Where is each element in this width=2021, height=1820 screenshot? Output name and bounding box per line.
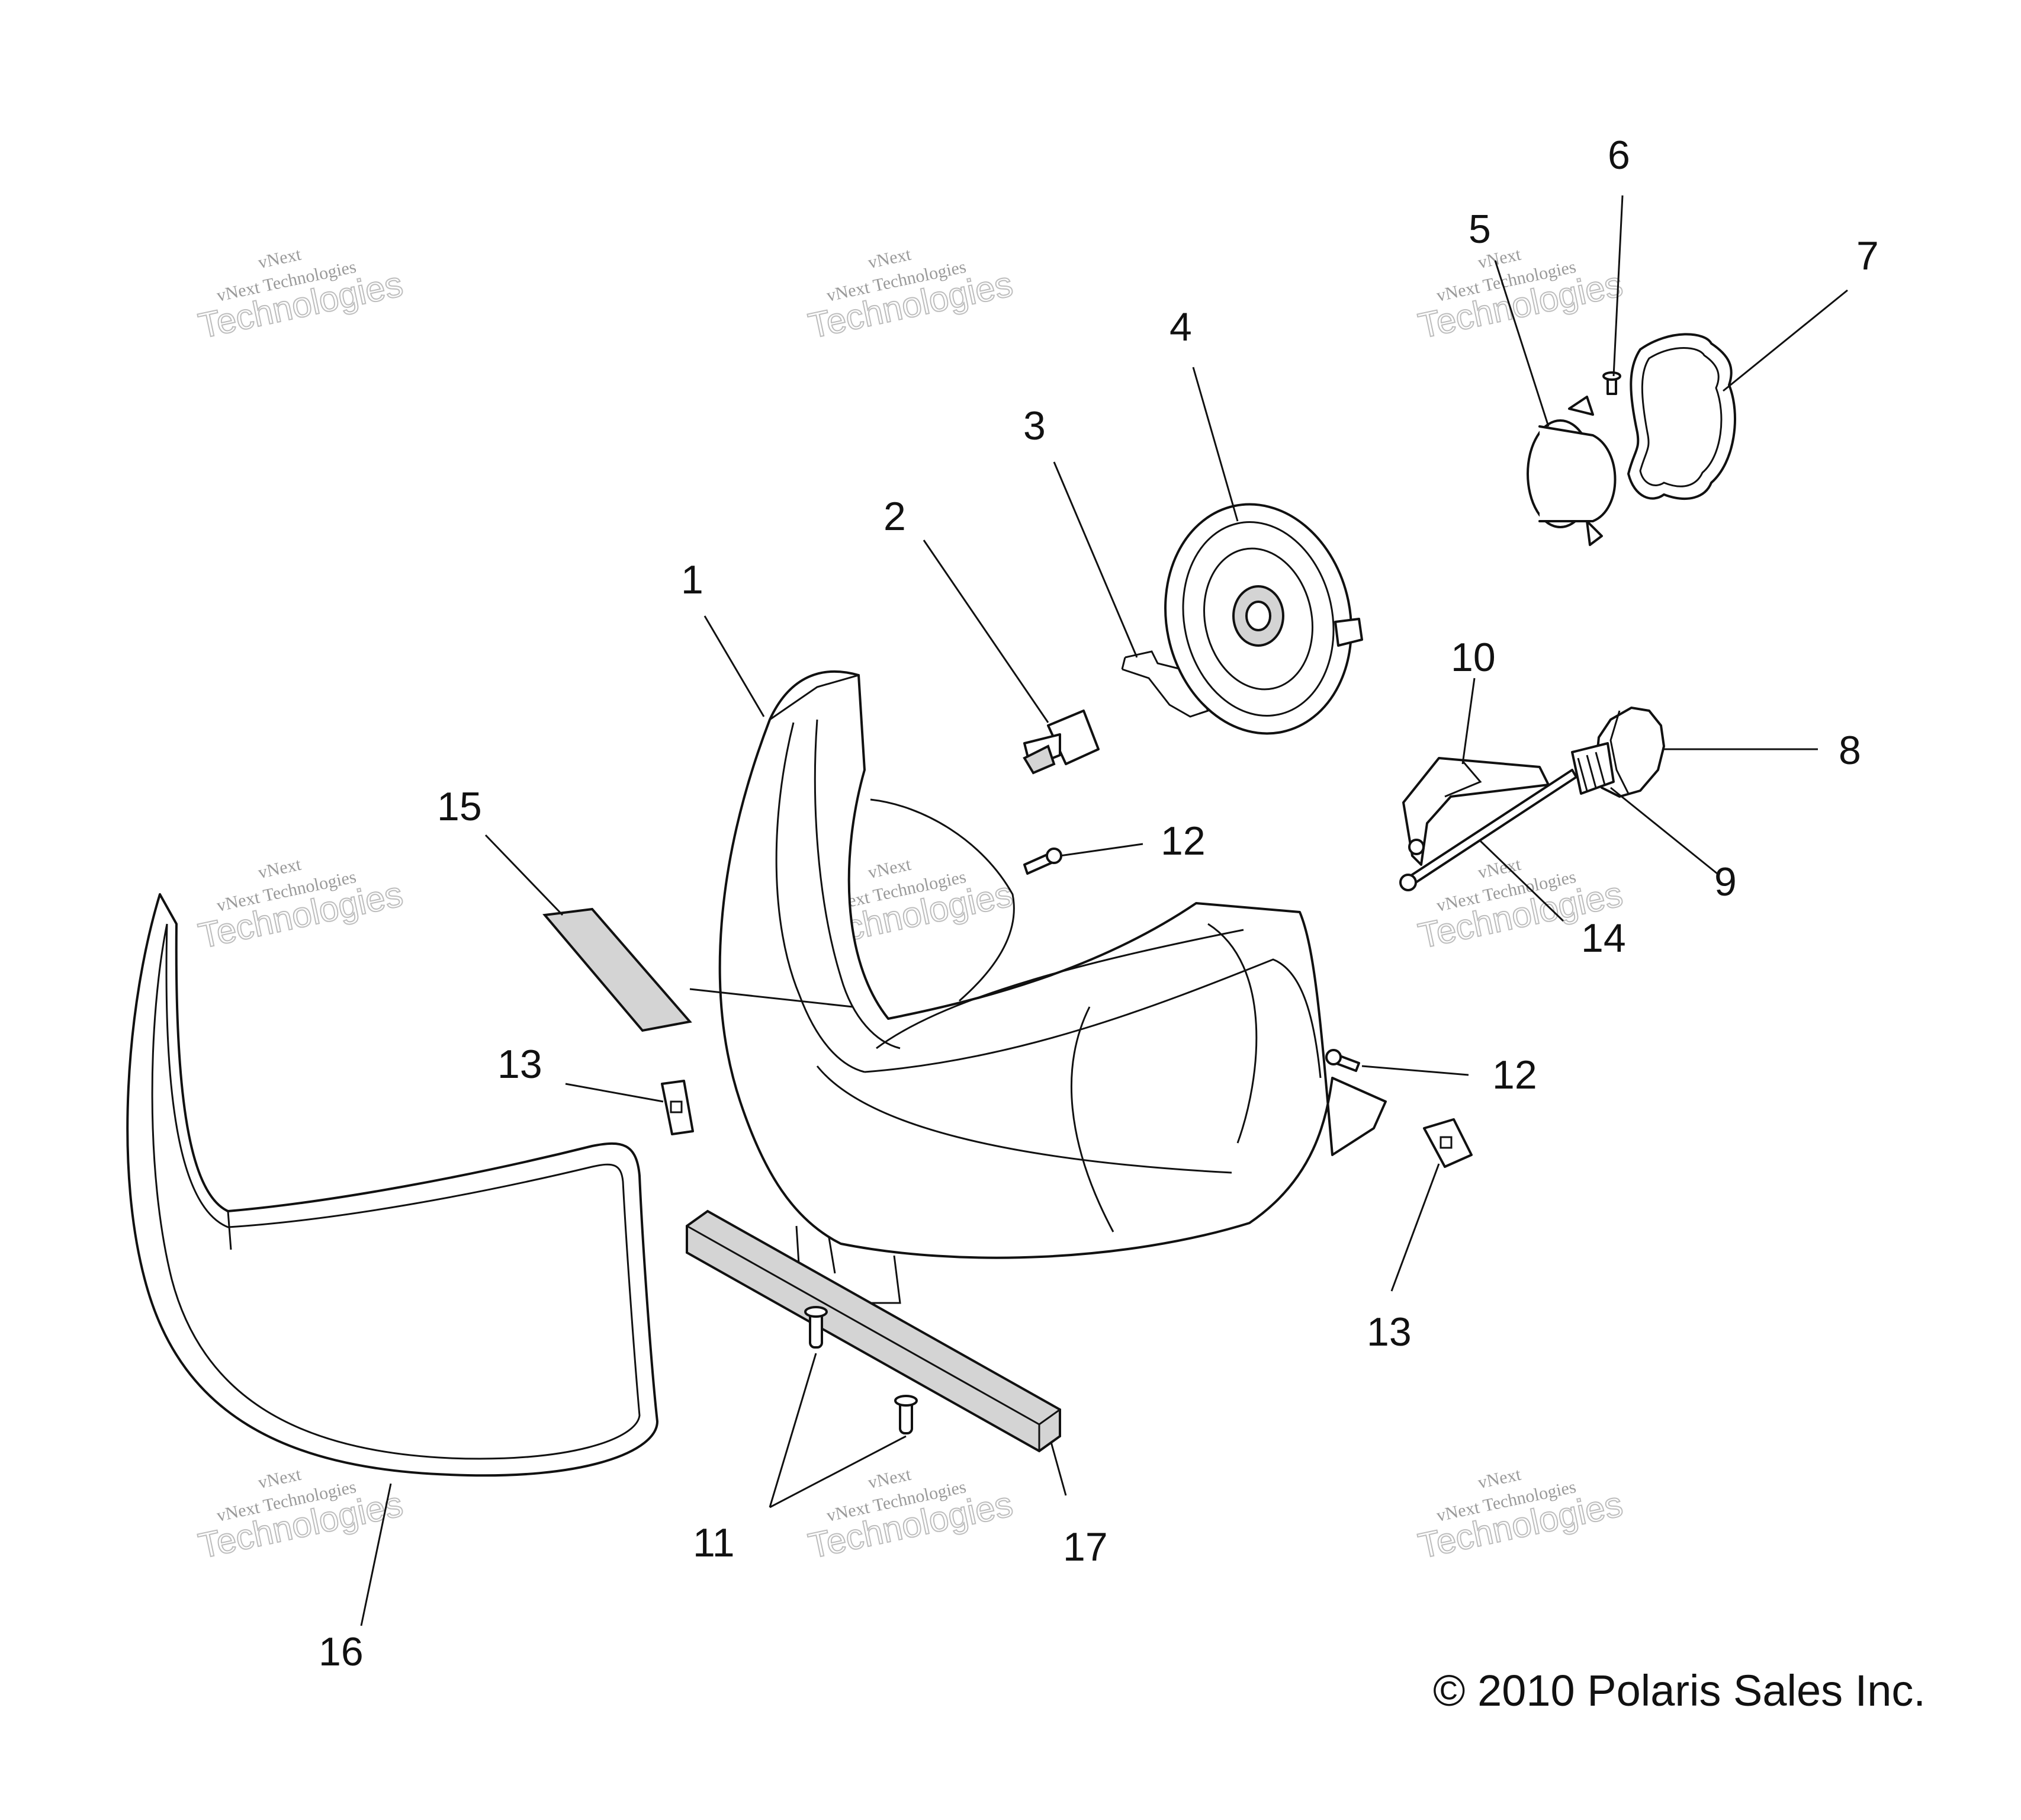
gasket-part-7 — [1627, 333, 1736, 500]
leader-13b — [1390, 1163, 1440, 1292]
leader-12b — [1361, 1065, 1469, 1076]
watermark-vnext: vNext — [866, 245, 913, 273]
callout-2: 2 — [883, 494, 906, 539]
bracket-part-10 — [1402, 757, 1550, 866]
callout-1: 1 — [681, 557, 703, 602]
reflector-part-4 — [1164, 503, 1363, 735]
callout-5: 5 — [1469, 207, 1491, 252]
leader-15a — [484, 834, 564, 916]
watermark-vnext: vNext — [256, 245, 303, 273]
leader-14 — [1479, 840, 1564, 922]
watermark-vnext: vNext — [866, 855, 913, 883]
adjuster-screw-part-9 — [1571, 742, 1615, 795]
housing-part-1 — [718, 670, 1387, 1304]
callout-10: 10 — [1451, 635, 1496, 680]
callout-13b: 13 — [1367, 1309, 1412, 1354]
strip-part-17 — [686, 1209, 1061, 1453]
callouts: 1 2 3 4 5 6 7 8 9 10 11 12 12 13 13 14 1… — [319, 133, 1879, 1674]
leader-6 — [1612, 195, 1624, 377]
leader-7 — [1723, 289, 1848, 392]
rod-part-14 — [1399, 769, 1577, 891]
leader-3 — [1053, 461, 1138, 658]
callout-17: 17 — [1063, 1524, 1108, 1569]
callout-16: 16 — [319, 1629, 364, 1674]
leader-1 — [703, 615, 765, 717]
watermark-vnext: vNext — [1476, 1465, 1523, 1493]
callout-3: 3 — [1023, 403, 1046, 448]
leader-9 — [1610, 787, 1718, 875]
leader-5 — [1494, 260, 1550, 427]
callout-8: 8 — [1839, 728, 1861, 773]
callout-11: 11 — [693, 1520, 735, 1565]
callout-4: 4 — [1169, 304, 1192, 349]
clip-part-13b — [1423, 1118, 1473, 1168]
leader-4 — [1192, 367, 1239, 522]
copyright-notice: © 2010 Polaris Sales Inc. — [1433, 1666, 1926, 1715]
leader-16 — [360, 1483, 392, 1626]
pin-part-11b — [894, 1395, 918, 1434]
watermark-vnext: vNext — [866, 1465, 913, 1493]
leader-10 — [1461, 678, 1476, 765]
leader-12a — [1059, 843, 1143, 857]
callout-6: 6 — [1608, 133, 1630, 178]
seal-part-16 — [126, 893, 658, 1477]
callout-12b: 12 — [1492, 1052, 1537, 1097]
callout-9: 9 — [1714, 859, 1737, 904]
screw-part-6 — [1602, 371, 1621, 395]
watermark-vnext: vNext — [256, 855, 303, 883]
pin-part-11a — [804, 1306, 828, 1349]
leader-2 — [923, 540, 1049, 723]
screw-part-12a — [1023, 848, 1062, 875]
callout-15: 15 — [437, 784, 482, 829]
callout-7: 7 — [1856, 233, 1879, 278]
leader-11a — [769, 1353, 817, 1508]
bulb-part-2 — [1023, 710, 1100, 775]
pad-part-15 — [542, 907, 692, 1032]
clip-part-13a — [661, 1080, 694, 1135]
leader-11b — [769, 1435, 907, 1508]
callout-13a: 13 — [497, 1042, 542, 1087]
cap-part-5 — [1527, 396, 1617, 546]
leader-17 — [1050, 1442, 1067, 1496]
leader-15b — [689, 988, 853, 1008]
leader-13a — [565, 1083, 664, 1103]
screw-part-12b — [1325, 1049, 1360, 1072]
callout-14: 14 — [1581, 916, 1626, 961]
callout-12a: 12 — [1161, 818, 1206, 864]
leader-lines — [360, 195, 1848, 1626]
watermark-vnext: vNext — [256, 1465, 303, 1493]
